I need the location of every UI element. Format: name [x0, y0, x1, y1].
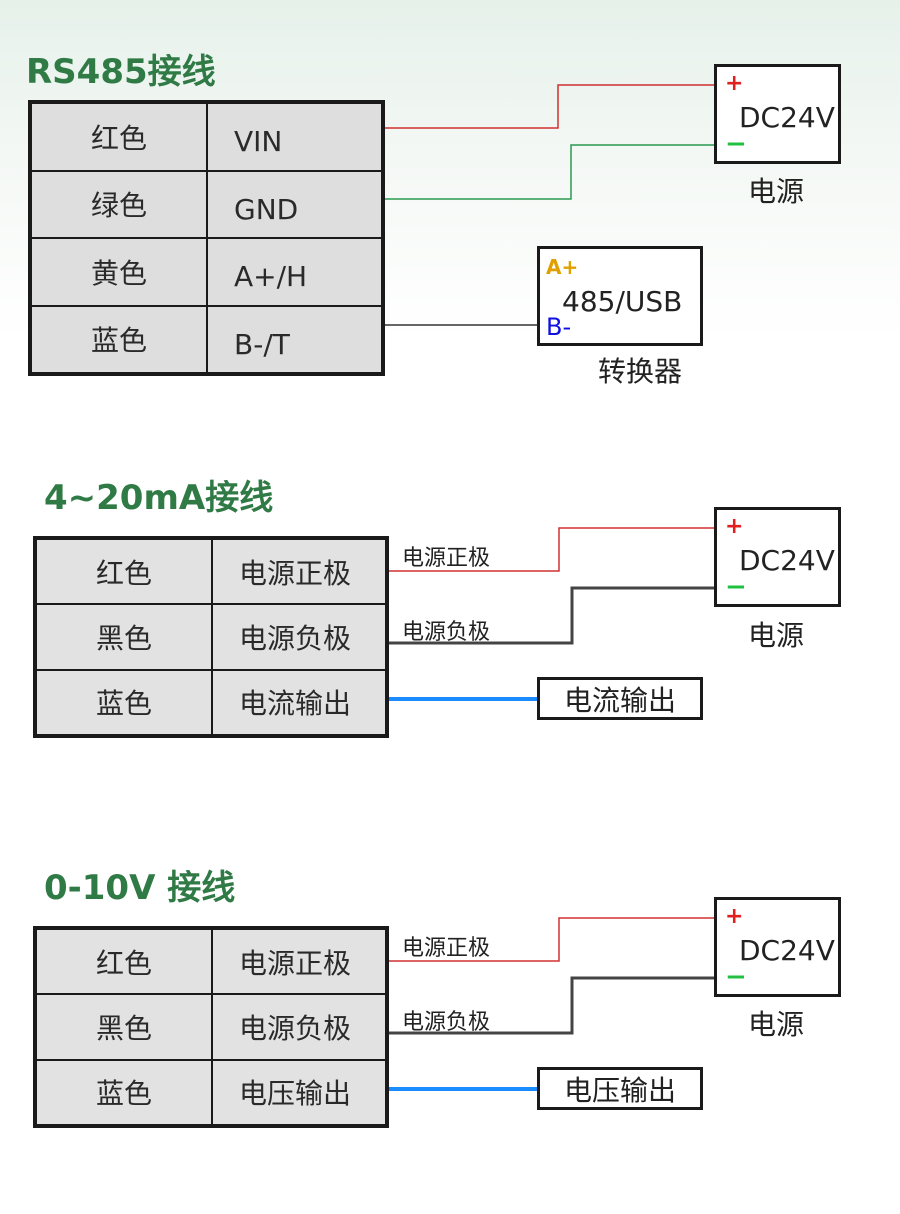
- wire-color-cell: 蓝色: [32, 306, 206, 372]
- converter-caption: 转换器: [598, 355, 683, 388]
- converter-box: A+ 485/USB B-: [537, 246, 703, 346]
- wire-function-cell: VIN: [208, 104, 381, 170]
- output-box: 电压输出: [537, 1067, 703, 1110]
- wire-color-cell: 蓝色: [37, 670, 211, 734]
- wiring-table-4-20ma: 红色 电源正极 黑色 电源负极 蓝色 电流输出: [33, 536, 389, 738]
- section-title-rs485: RS485接线: [26, 52, 216, 92]
- output-label: 电流输出: [563, 683, 676, 717]
- power-supply-caption: 电源: [748, 1008, 805, 1041]
- converter-b-terminal: B-: [546, 313, 572, 341]
- wire-color-cell: 绿色: [32, 171, 206, 237]
- wire-color-cell: 蓝色: [37, 1060, 211, 1124]
- wire-green: [385, 144, 714, 200]
- converter-a-terminal: A+: [546, 255, 579, 279]
- minus-terminal: −: [725, 129, 747, 159]
- wire-function-cell: 电压输出: [213, 1060, 385, 1124]
- wire-negative: [389, 976, 714, 1035]
- plus-terminal: +: [725, 71, 744, 96]
- wire-color-cell: 红色: [37, 930, 211, 994]
- wire-red: [385, 84, 714, 129]
- wire-color-cell: 红色: [37, 540, 211, 604]
- wire-function-cell: 电源正极: [213, 930, 385, 994]
- power-supply-box: + DC24V −: [714, 897, 841, 997]
- wire-positive: [389, 527, 714, 572]
- wire-color-cell: 黑色: [37, 995, 211, 1059]
- wire-label-negative: 电源负极: [402, 620, 491, 645]
- wiring-table-rs485: 红色 VIN 绿色 GND 黄色 A+/H 蓝色 B-/T: [28, 100, 385, 376]
- wire-label-positive: 电源正极: [402, 936, 491, 961]
- converter-label: 485/USB: [562, 285, 683, 318]
- plus-terminal: +: [725, 904, 744, 929]
- power-supply-label: DC24V: [739, 544, 835, 577]
- power-supply-label: DC24V: [739, 101, 835, 134]
- power-supply-caption: 电源: [748, 175, 805, 208]
- output-label: 电压输出: [563, 1073, 676, 1107]
- wire-function-cell: GND: [208, 171, 381, 237]
- minus-terminal: −: [725, 962, 747, 992]
- wire-function-cell: 电源负极: [213, 995, 385, 1059]
- wire-function-cell: B-/T: [208, 306, 381, 372]
- minus-terminal: −: [725, 572, 747, 602]
- wire-function-cell: 电源正极: [213, 540, 385, 604]
- wire-color-cell: 黑色: [37, 605, 211, 669]
- output-box: 电流输出: [537, 677, 703, 720]
- wire-function-cell: 电流输出: [213, 670, 385, 734]
- wire-function-cell: 电源负极: [213, 605, 385, 669]
- wire-positive: [389, 917, 714, 962]
- section-title-4-20ma: 4~20mA接线: [44, 478, 274, 518]
- wire-negative: [389, 586, 714, 645]
- wire-color-cell: 黄色: [32, 239, 206, 305]
- wire-label-negative: 电源负极: [402, 1010, 491, 1035]
- plus-terminal: +: [725, 514, 744, 539]
- power-supply-label: DC24V: [739, 934, 835, 967]
- wire-function-cell: A+/H: [208, 239, 381, 305]
- power-supply-caption: 电源: [748, 619, 805, 652]
- wire-color-cell: 红色: [32, 104, 206, 170]
- power-supply-box: + DC24V −: [714, 507, 841, 607]
- wire-label-positive: 电源正极: [402, 546, 491, 571]
- section-title-0-10v: 0-10V 接线: [44, 868, 236, 908]
- power-supply-box: + DC24V −: [714, 64, 841, 164]
- wiring-table-0-10v: 红色 电源正极 黑色 电源负极 蓝色 电压输出: [33, 926, 389, 1128]
